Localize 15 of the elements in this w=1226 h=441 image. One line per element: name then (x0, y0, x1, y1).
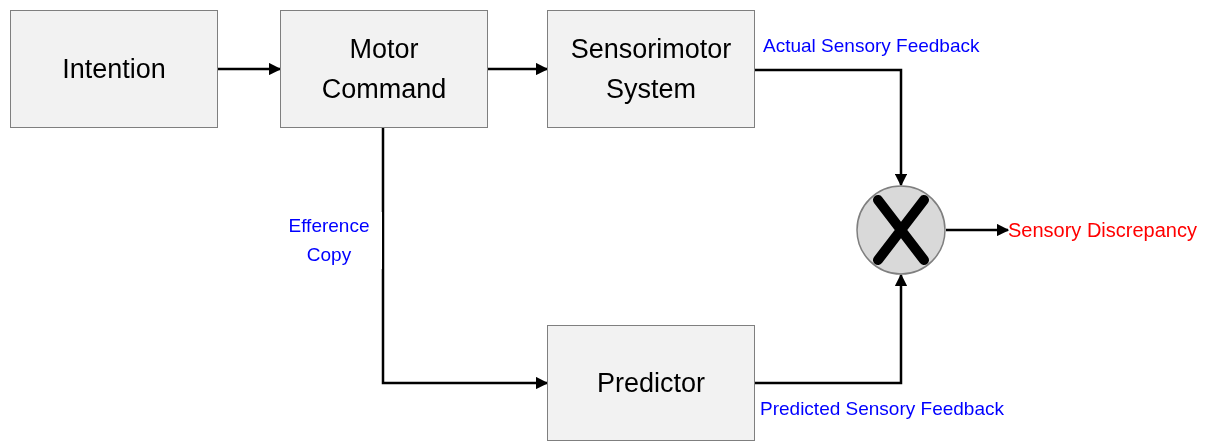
box-label: Intention (61, 52, 167, 86)
arrow (381, 128, 549, 390)
arrow (218, 62, 282, 76)
arrow (755, 68, 908, 187)
output-label: Sensory Discrepancy (1008, 218, 1197, 243)
process-box (547, 10, 755, 128)
process-box (547, 325, 755, 441)
process-box (280, 10, 488, 128)
box-label: Predictor (595, 366, 706, 400)
process-box (10, 10, 218, 128)
arrow (755, 273, 908, 385)
arrow (488, 62, 549, 76)
arrow (946, 223, 1010, 237)
box-label: Sensorimotor System (569, 32, 733, 106)
box-label: Motor Command (320, 32, 448, 106)
